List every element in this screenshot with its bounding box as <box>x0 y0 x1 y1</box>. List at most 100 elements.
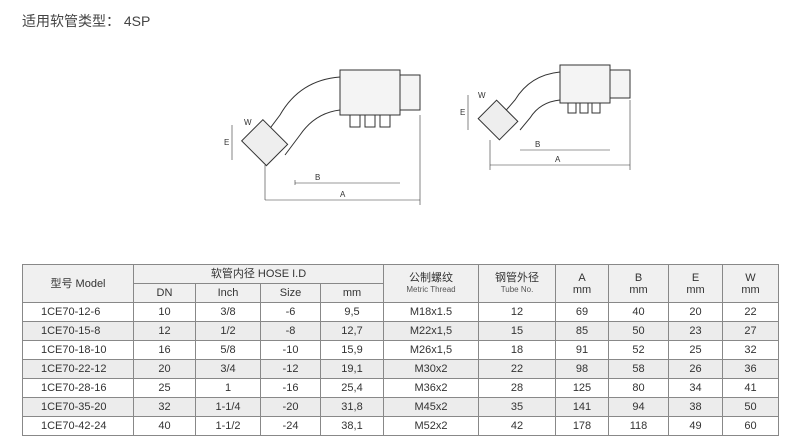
table-cell: 34 <box>668 378 723 398</box>
table-cell: 26 <box>668 359 723 379</box>
table-cell: 16 <box>133 340 196 360</box>
dim-b-label-2: B <box>535 140 540 149</box>
table-cell: 40 <box>133 416 196 436</box>
table-cell: 91 <box>555 340 609 360</box>
table-cell: 1CE70-18-10 <box>22 340 134 360</box>
table-cell: M22x1,5 <box>383 321 479 341</box>
table-cell: 50 <box>722 397 779 417</box>
header-thread-en: Metric Thread <box>406 284 456 294</box>
header-model: 型号 Model <box>22 264 134 303</box>
header-e-label: E <box>691 271 700 284</box>
table-cell: 41 <box>722 378 779 398</box>
table-cell: 12 <box>478 302 556 322</box>
table-cell: 3/4 <box>195 359 261 379</box>
table-cell: M30x2 <box>383 359 479 379</box>
table-cell: 9,5 <box>320 302 384 322</box>
table-cell: 25,4 <box>320 378 384 398</box>
table-cell: 1CE70-15-8 <box>22 321 134 341</box>
table-cell: 42 <box>478 416 556 436</box>
table-cell: 23 <box>668 321 723 341</box>
table-cell: 12 <box>133 321 196 341</box>
table-cell: M36x2 <box>383 378 479 398</box>
table-cell: 1CE70-22-12 <box>22 359 134 379</box>
table-cell: 10 <box>133 302 196 322</box>
table-cell: M45x2 <box>383 397 479 417</box>
table-cell: M52x2 <box>383 416 479 436</box>
table-cell: 1-1/2 <box>195 416 261 436</box>
table-cell: 1CE70-12-6 <box>22 302 134 322</box>
table-cell: 1/2 <box>195 321 261 341</box>
header-w-label: W <box>745 271 756 284</box>
table-cell: 125 <box>555 378 609 398</box>
table-cell: 69 <box>555 302 609 322</box>
table-cell: M26x1,5 <box>383 340 479 360</box>
table-cell: 80 <box>608 378 669 398</box>
table-cell: 25 <box>668 340 723 360</box>
fitting-drawing-compact: A B E W <box>460 64 631 170</box>
table-cell: 22 <box>478 359 556 379</box>
header-b-unit: mm <box>629 283 648 296</box>
page-title: 适用软管类型： 4SP <box>22 13 151 29</box>
table-cell: 38 <box>668 397 723 417</box>
table-cell: -20 <box>260 397 321 417</box>
table-cell: 15,9 <box>320 340 384 360</box>
table-cell: 1 <box>195 378 261 398</box>
header-e-unit: mm <box>686 283 705 296</box>
table-cell: -12 <box>260 359 321 379</box>
header-inch: Inch <box>195 283 261 303</box>
header-a-unit: mm <box>572 283 592 296</box>
header-mm: mm <box>320 283 384 303</box>
header-dn: DN <box>133 283 196 303</box>
table-cell: 32 <box>722 340 779 360</box>
dim-w-label: W <box>244 118 252 127</box>
dim-b-label: B <box>315 173 320 182</box>
header-hose-id: 软管内径 HOSE I.D <box>133 264 384 284</box>
header-w-unit: mm <box>741 283 760 296</box>
table-cell: 12,7 <box>320 321 384 341</box>
table-cell: 25 <box>133 378 196 398</box>
table-cell: -6 <box>260 302 321 322</box>
header-tube-en: Tube No. <box>500 284 534 294</box>
table-cell: 50 <box>608 321 669 341</box>
dim-e-label-2: E <box>460 108 465 117</box>
header-b-label: B <box>634 271 643 284</box>
table-cell: 118 <box>608 416 669 436</box>
table-cell: 178 <box>555 416 609 436</box>
table-cell: 18 <box>478 340 556 360</box>
table-cell: 32 <box>133 397 196 417</box>
table-cell: 1CE70-35-20 <box>22 397 134 417</box>
table-cell: 27 <box>722 321 779 341</box>
table-cell: 141 <box>555 397 609 417</box>
table-cell: 28 <box>478 378 556 398</box>
table-cell: 5/8 <box>195 340 261 360</box>
table-cell: 49 <box>668 416 723 436</box>
table-cell: 36 <box>722 359 779 379</box>
table-cell: 94 <box>608 397 669 417</box>
table-cell: 98 <box>555 359 609 379</box>
header-tube-cn: 钢管外径 <box>495 271 539 284</box>
table-cell: 40 <box>608 302 669 322</box>
table-cell: -24 <box>260 416 321 436</box>
header-size: Size <box>260 283 321 303</box>
table-cell: 60 <box>722 416 779 436</box>
dim-a-label: A <box>340 190 346 199</box>
table-cell: -16 <box>260 378 321 398</box>
table-cell: 3/8 <box>195 302 261 322</box>
table-cell: 22 <box>722 302 779 322</box>
table-cell: 20 <box>668 302 723 322</box>
dim-a-label-2: A <box>555 155 561 164</box>
table-cell: 1CE70-28-16 <box>22 378 134 398</box>
header-a-label: A <box>578 271 586 284</box>
